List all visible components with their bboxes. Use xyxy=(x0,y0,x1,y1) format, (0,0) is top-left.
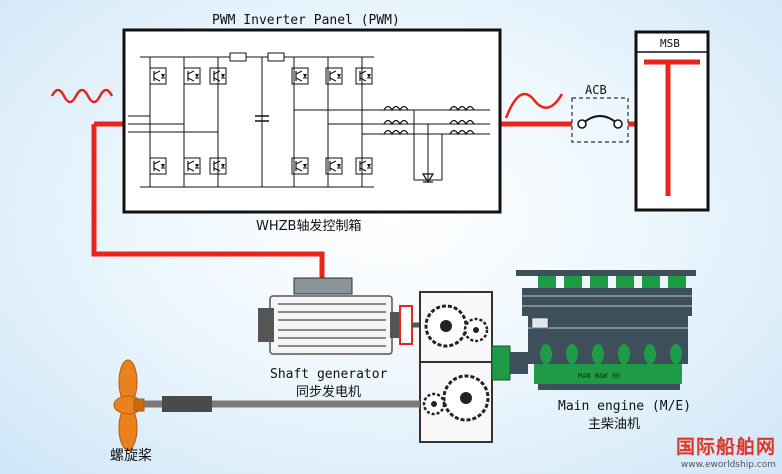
gear-icon xyxy=(424,304,489,348)
fuse-icon xyxy=(267,52,285,62)
inverter-caption: WHZB轴发控制箱 xyxy=(256,218,361,234)
watermark-en: www.eworldship.com xyxy=(680,460,776,470)
acb-breaker xyxy=(571,97,629,143)
propeller-label: 螺旋桨 xyxy=(110,447,152,464)
propeller-icon xyxy=(113,359,145,451)
capacitor-icon xyxy=(255,115,269,122)
gearbox xyxy=(419,291,528,443)
shaft-generator-label-cn: 同步发电机 xyxy=(296,384,361,400)
msb-panel xyxy=(634,30,710,212)
fuse-icon xyxy=(229,52,247,62)
main-engine-label-cn: 主柴油机 xyxy=(588,417,640,432)
msb-label: MSB xyxy=(660,37,680,50)
inverter-title: PWM Inverter Panel (PWM) xyxy=(212,13,400,28)
sine-wave-icon xyxy=(504,92,564,119)
propeller-shaft xyxy=(140,396,420,412)
breaker-icon xyxy=(581,115,619,125)
watermark-cn: 国际船舶网 xyxy=(675,436,776,458)
acb-label: ACB xyxy=(585,83,607,97)
inverter-panel xyxy=(122,28,502,214)
main-engine xyxy=(516,270,696,390)
gear-icon xyxy=(422,374,490,422)
engine-plate: MAN B&W 8G xyxy=(578,372,620,380)
main-engine-label-en: Main engine (M/E) xyxy=(558,399,691,414)
shaft-generator xyxy=(258,277,420,355)
watermark: 国际船舶网 www.eworldship.com xyxy=(676,432,776,470)
inductor-icon xyxy=(383,105,475,136)
shaft-generator-label-en: Shaft generator xyxy=(270,367,388,382)
sine-wave-icon xyxy=(50,88,114,104)
